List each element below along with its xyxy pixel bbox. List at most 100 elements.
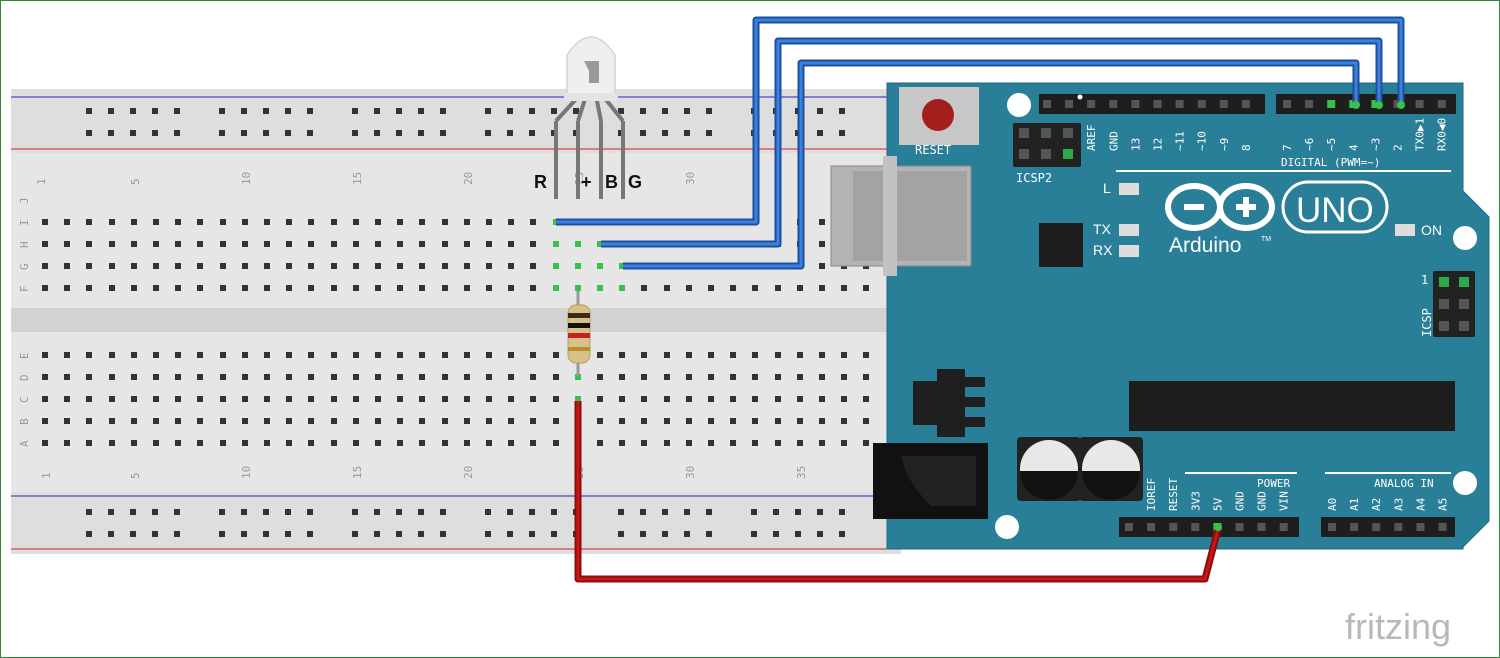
breadboard: 1 5 10 15 20 25 30 1 5 10 15 20 25 30 35…	[11, 89, 901, 554]
mounting-hole	[1453, 226, 1477, 250]
breadboard-hole	[708, 374, 714, 380]
rail-hole	[130, 108, 136, 114]
header-pin[interactable]	[1257, 523, 1266, 531]
usb-connector-flange	[883, 156, 897, 276]
rail-hole	[285, 531, 291, 537]
breadboard-hole	[42, 440, 48, 446]
rail-hole	[374, 509, 380, 515]
breadboard-hole	[730, 418, 736, 424]
header-pin[interactable]	[1305, 100, 1314, 108]
row-letter: D	[18, 374, 31, 381]
header-pin[interactable]	[1438, 523, 1447, 531]
header-pin[interactable]	[1416, 523, 1425, 531]
breadboard-hole	[131, 418, 137, 424]
breadboard-hole	[575, 241, 581, 247]
breadboard-hole	[530, 219, 536, 225]
header-pin[interactable]	[1131, 100, 1140, 108]
digital-pin-label: 7	[1281, 144, 1294, 151]
breadboard-hole	[175, 352, 181, 358]
breadboard-hole	[153, 418, 159, 424]
breadboard-hole	[175, 219, 181, 225]
breadboard-hole	[175, 418, 181, 424]
header-pin[interactable]	[1065, 100, 1074, 108]
breadboard-hole	[442, 241, 448, 247]
breadboard-hole	[464, 374, 470, 380]
breadboard-hole	[664, 285, 670, 291]
header-pin[interactable]	[1153, 100, 1162, 108]
on-led	[1395, 224, 1415, 236]
breadboard-hole	[419, 263, 425, 269]
breadboard-hole	[264, 396, 270, 402]
header-pin[interactable]	[1043, 100, 1051, 108]
breadboard-hole	[286, 263, 292, 269]
breadboard-hole	[308, 241, 314, 247]
header-pin[interactable]	[1394, 523, 1403, 531]
header-pin[interactable]	[1437, 100, 1446, 108]
analog-pin-label: A3	[1392, 498, 1405, 511]
breadboard-hole	[708, 440, 714, 446]
breadboard-hole	[242, 263, 248, 269]
header-pin[interactable]	[1191, 523, 1200, 531]
header-pin[interactable]	[1235, 523, 1244, 531]
header-pin[interactable]	[1125, 523, 1133, 531]
rail-hole	[618, 108, 624, 114]
breadboard-hole	[530, 396, 536, 402]
header-pin[interactable]	[1327, 100, 1336, 108]
header-pin[interactable]	[1372, 523, 1381, 531]
rail-hole	[108, 130, 114, 136]
breadboard-hole	[264, 241, 270, 247]
breadboard-hole	[508, 396, 514, 402]
rail-hole	[618, 531, 624, 537]
breadboard-hole	[308, 418, 314, 424]
breadboard-hole	[863, 285, 869, 291]
led-pin-label-common: +	[581, 172, 592, 192]
breadboard-hole	[397, 396, 403, 402]
rail-hole	[529, 130, 535, 136]
header-pin[interactable]	[1109, 100, 1118, 108]
wire-endpoint	[1397, 101, 1405, 109]
breadboard-hole	[86, 374, 92, 380]
header-pin[interactable]	[1279, 523, 1288, 531]
breadboard-hole	[86, 418, 92, 424]
breadboard-hole	[464, 440, 470, 446]
header-pin[interactable]	[1147, 523, 1156, 531]
rail-hole	[551, 509, 557, 515]
breadboard-hole	[619, 374, 625, 380]
breadboard-hole	[42, 241, 48, 247]
header-pin[interactable]	[1283, 100, 1291, 108]
header-pin[interactable]	[1415, 100, 1424, 108]
breadboard-hole	[597, 352, 603, 358]
power-pin-label: GND	[1234, 491, 1247, 511]
header-pin[interactable]	[1241, 100, 1250, 108]
header-pin[interactable]	[1219, 100, 1228, 108]
breadboard-hole	[264, 440, 270, 446]
breadboard-hole	[819, 374, 825, 380]
row-letter: I	[18, 219, 31, 226]
breadboard-hole	[153, 440, 159, 446]
rail-hole	[130, 509, 136, 515]
header-pin[interactable]	[1175, 100, 1184, 108]
digital-pin-label: 8	[1240, 144, 1253, 151]
rail-hole	[507, 509, 513, 515]
resistor-band	[568, 347, 590, 351]
header-pin[interactable]	[1350, 523, 1359, 531]
rail-hole	[839, 509, 845, 515]
reset-button[interactable]	[922, 99, 954, 131]
header-pin[interactable]	[1328, 523, 1336, 531]
header-pin[interactable]	[1169, 523, 1178, 531]
breadboard-hole	[42, 418, 48, 424]
rail-hole	[751, 509, 757, 515]
breadboard-hole	[353, 440, 359, 446]
breadboard-hole	[597, 374, 603, 380]
breadboard-hole	[486, 219, 492, 225]
breadboard-hole	[575, 263, 581, 269]
header-pin[interactable]	[1197, 100, 1206, 108]
tx-led	[1119, 224, 1139, 236]
breadboard-hole	[797, 285, 803, 291]
bottom-column-number: 30	[684, 466, 697, 479]
header-pin[interactable]	[1087, 100, 1096, 108]
rail-hole	[751, 531, 757, 537]
breadboard-hole	[220, 352, 226, 358]
breadboard-hole	[86, 352, 92, 358]
breadboard-hole	[220, 396, 226, 402]
